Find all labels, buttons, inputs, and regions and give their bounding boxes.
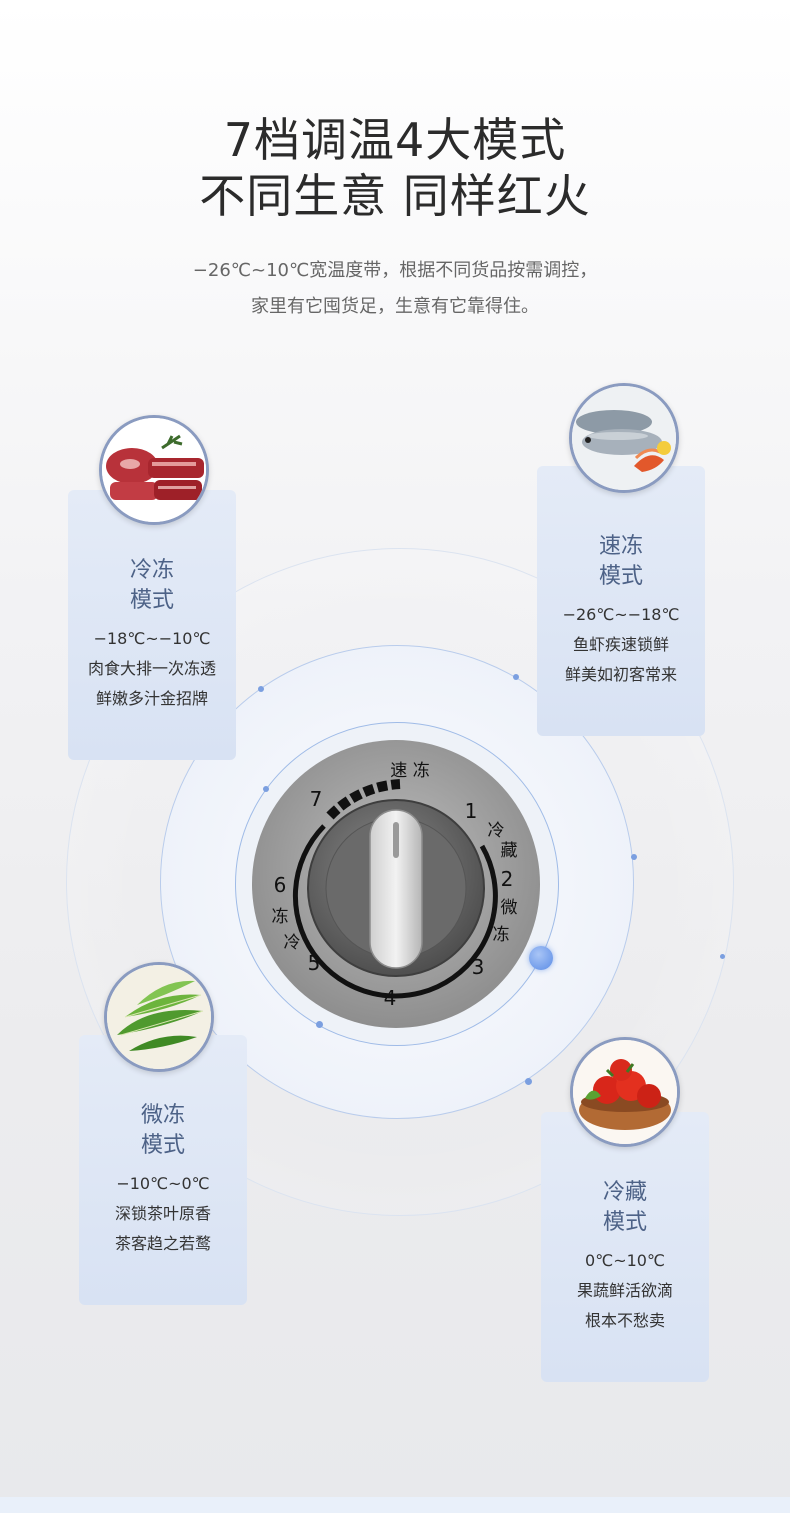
ring-dot [631,854,637,860]
dial-label-freeze-1: 冻 [272,907,289,927]
bottom-band [0,1497,790,1513]
ring-dot [720,954,725,959]
mode-name: 冷冻 [129,558,174,583]
knob-indicator [393,822,399,858]
dial-label-refrigerate-2: 藏 [501,841,518,861]
mode-name: 速冻 [598,534,643,559]
mode-temperature: −26℃~−18℃ [562,605,680,624]
mode-description: 果蔬鲜活欲滴 [576,1281,673,1300]
dial-number-3: 3 [472,955,485,979]
dial-scale-arc [292,824,498,999]
mode-description: 鲜嫩多汁金招牌 [95,689,208,708]
dial-number-6: 6 [274,873,287,897]
dial-label-freeze-2: 冷 [284,933,301,953]
dial-number-7: 7 [310,787,323,811]
dial-number-1: 1 [465,799,478,823]
subtitle-line-1: −26℃~10℃宽温度带，根据不同货品按需调控， [192,260,598,281]
mode-card-freeze: 冷冻 模式 −18℃~−10℃ 肉食大排一次冻透 鲜嫩多汁金招牌 [68,490,236,760]
tomato-photo [570,1037,680,1147]
mode-name: 模式 [140,1133,185,1158]
mode-description: 茶客趋之若鹜 [114,1234,211,1253]
dial-number-2: 2 [501,867,514,891]
mode-card-micro-freeze: 微冻 模式 −10℃~0℃ 深锁茶叶原香 茶客趋之若鹜 [79,1035,247,1305]
tea-leaf-photo [104,962,214,1072]
knob-grip[interactable] [369,809,423,969]
dial-number-4: 4 [384,986,397,1010]
mode-name: 模式 [602,1210,647,1235]
mode-name: 冷藏 [602,1180,647,1205]
fish-photo [569,383,679,493]
headline-line-2: 不同生意 同样红火 [199,169,591,223]
ring-dot [513,674,519,680]
ring-dot [258,686,264,692]
temperature-dial[interactable]: 速 冻 7 1 冷 藏 2 微 冻 3 4 5 6 冻 冷 [250,738,542,1030]
dial-label-quick-freeze: 速 冻 [390,761,429,781]
mode-description: 根本不愁卖 [584,1311,665,1330]
mode-card-quick-freeze: 速冻 模式 −26℃~−18℃ 鱼虾疾速锁鲜 鲜美如初客常来 [537,466,705,736]
mode-description: 鱼虾疾速锁鲜 [572,635,669,654]
mode-card-refrigerate: 冷藏 模式 0℃~10℃ 果蔬鲜活欲滴 根本不愁卖 [541,1112,709,1382]
mode-name: 微冻 [140,1103,185,1128]
mode-name: 模式 [598,564,643,589]
dial-label-micro-freeze-2: 冻 [493,925,510,945]
ring-dot [525,1078,532,1085]
dial-number-5: 5 [308,951,321,975]
ring-dot [263,786,269,792]
selected-position-dot [529,946,553,970]
dial-label-refrigerate-1: 冷 [488,821,505,841]
mode-temperature: −10℃~0℃ [116,1174,210,1193]
mode-temperature: 0℃~10℃ [585,1251,665,1270]
mode-description: 深锁茶叶原香 [114,1204,211,1223]
mode-name: 模式 [129,588,174,613]
quick-freeze-scale [326,779,401,820]
headline-line-1: 7档调温4大模式 [223,113,567,167]
mode-description: 鲜美如初客常来 [564,665,677,684]
mode-temperature: −18℃~−10℃ [93,629,211,648]
mode-description: 肉食大排一次冻透 [87,659,216,678]
ring-dot [316,1021,323,1028]
meat-photo [99,415,209,525]
subtitle-line-2: 家里有它囤货足，生意有它靠得住。 [251,296,539,317]
dial-label-micro-freeze-1: 微 [501,898,518,918]
